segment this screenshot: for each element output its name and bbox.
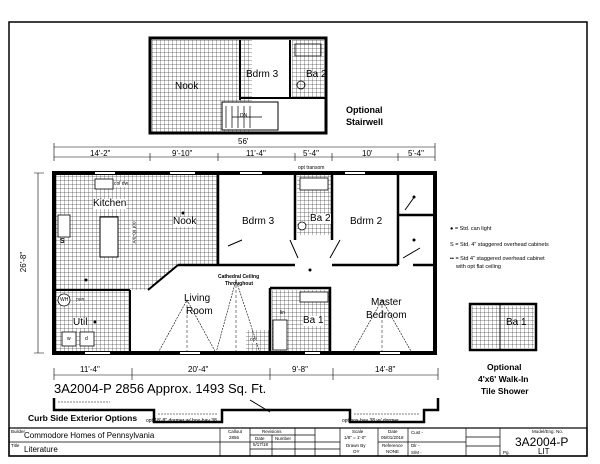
island-label: opt lib-bar	[130, 221, 137, 244]
dim-top-1: 14'-2"	[90, 149, 111, 158]
legend-item-can-light: ● = Std. can light	[450, 226, 492, 232]
rev-date-value: 5/17/18	[253, 442, 269, 447]
rev-number-label: Number	[275, 436, 292, 441]
callout-label: Callout	[228, 429, 243, 434]
linen-label: lin	[280, 310, 286, 316]
dim-bottom-2: 20'-4"	[188, 365, 209, 374]
s-cabinet-label: S	[60, 238, 65, 245]
legend-item-staggered-cabinets: S = Std. 4" staggered overhead cabinets	[450, 242, 549, 248]
page-value: LIT	[538, 447, 550, 456]
living-label-2: Room	[186, 306, 213, 317]
shower-option-title-2: 4'x6' Walk-In	[478, 374, 529, 384]
cust-label: Cust -	[411, 430, 424, 435]
dim-top-2: 9'-10"	[172, 149, 193, 158]
model-value: 3A2004-P	[515, 435, 569, 449]
dim-bottom-4: 14'-8"	[375, 365, 396, 374]
stairwell-nook-label: Nook	[175, 81, 199, 92]
dim-top-6: 5'-4"	[408, 149, 424, 158]
stairwell-option-plan	[148, 36, 328, 135]
exterior-elevation	[52, 398, 440, 424]
title-label: Title	[11, 443, 20, 448]
dim-top-3: 11'-4"	[246, 149, 266, 158]
scale-label: Scale	[352, 429, 364, 434]
dim-bottom-3: 9'-8"	[292, 365, 308, 374]
overall-depth-dim: 26'-8"	[19, 251, 29, 273]
model-label: Model/Eng. No.	[532, 429, 564, 434]
dim-top-5: 10'	[362, 149, 373, 158]
reference-value: NONE	[386, 449, 400, 454]
revisions-label: Revisions	[262, 429, 282, 434]
dim-bottom-1: 11'-4"	[80, 365, 100, 374]
util-label: Util	[73, 317, 88, 328]
title-value: Literature	[24, 445, 58, 454]
dryer-label: d	[85, 336, 88, 342]
master-label-1: Master	[371, 297, 402, 308]
scale-value: 1/8" = 1'-0"	[344, 435, 366, 440]
ba2-label: Ba 2	[310, 213, 331, 224]
water-heater-label: WH	[60, 297, 69, 303]
exterior-note-left: opt 18'-8" dormer w/ box-bay 38	[146, 418, 217, 424]
nook-label: Nook	[173, 216, 197, 227]
ba1-label: Ba 1	[303, 315, 324, 326]
stairwell-title-1: Optional	[346, 105, 383, 115]
exterior-note-right: opt box-bay 38 w/ dormer	[342, 418, 399, 424]
bdrm3-label: Bdrm 3	[242, 216, 275, 227]
shower-option-plan	[468, 302, 538, 352]
exterior-title: Curb Side Exterior Options	[28, 413, 138, 423]
builder-label: Builder	[11, 429, 26, 434]
dlr-label: Dlr -	[411, 443, 420, 448]
overall-width-dim: 56'	[238, 137, 249, 146]
legend-item-flat-ceiling-cabinet: ▪▪ = Std 4" staggered overhead cabinet	[450, 256, 545, 262]
stairwell-bdrm3-label: Bdrm 3	[246, 69, 279, 80]
washer-label: w	[67, 336, 71, 342]
rev-date-label: Date	[255, 436, 265, 441]
shower-option-title-1: Optional	[487, 362, 522, 372]
cathedral-label-1: Cathedral Ceiling	[218, 274, 260, 280]
sm-label: S/M -	[411, 450, 422, 455]
transom-note: opt transom	[298, 165, 325, 171]
page-label: Pg.	[503, 450, 510, 455]
col-dw-label: col dw	[114, 181, 129, 187]
stairwell-title-2: Stairwell	[346, 117, 384, 127]
date-value: 05/01/2018	[381, 435, 404, 440]
can-lights	[84, 195, 416, 324]
callout-value: 2856	[229, 435, 240, 440]
shower-option-title-3: Tile Shower	[481, 386, 529, 396]
top-dimension-lines	[34, 143, 439, 380]
bdrm2-label: Bdrm 2	[350, 216, 383, 227]
opt-label: opt	[250, 337, 257, 343]
legend-item-flat-ceiling-cont: with opt flat ceiling	[456, 264, 501, 270]
builder-value: Commodore Homes of Pennsylvania	[24, 431, 155, 440]
title-block	[8, 427, 588, 457]
living-label-1: Living	[184, 293, 211, 304]
kitchen-label: Kitchen	[93, 198, 127, 209]
stairwell-ba2-label: Ba 2	[306, 69, 327, 80]
stair-dn-label: DN	[240, 113, 248, 119]
pantry-label: pan	[76, 297, 85, 303]
dim-top-4: 5'-4"	[303, 149, 319, 158]
plan-title: 3A2004-P 2856 Approx. 1493 Sq. Ft.	[54, 381, 267, 396]
cathedral-label-2: Throughout	[225, 281, 254, 287]
shower-option-ba1-label: Ba 1	[506, 317, 527, 328]
drawn-by-label: Drawn By	[346, 443, 366, 448]
date-label: Date	[388, 429, 398, 434]
reference-label: Reference	[382, 443, 403, 448]
drawn-by-value: OY	[353, 449, 360, 454]
master-label-2: Bedroom	[366, 310, 407, 321]
